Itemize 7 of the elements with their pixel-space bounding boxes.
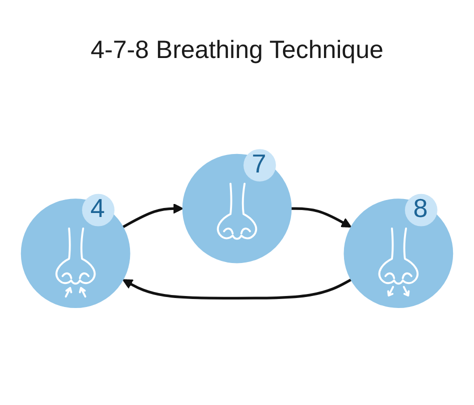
curved-arrow bbox=[291, 206, 352, 228]
title: 4-7-8 Breathing Technique bbox=[90, 36, 384, 65]
step-number: 4 bbox=[90, 192, 105, 225]
curved-arrow bbox=[122, 278, 352, 299]
step-number: 7 bbox=[252, 147, 266, 180]
curved-arrow bbox=[122, 202, 184, 228]
step-number: 8 bbox=[413, 192, 428, 225]
